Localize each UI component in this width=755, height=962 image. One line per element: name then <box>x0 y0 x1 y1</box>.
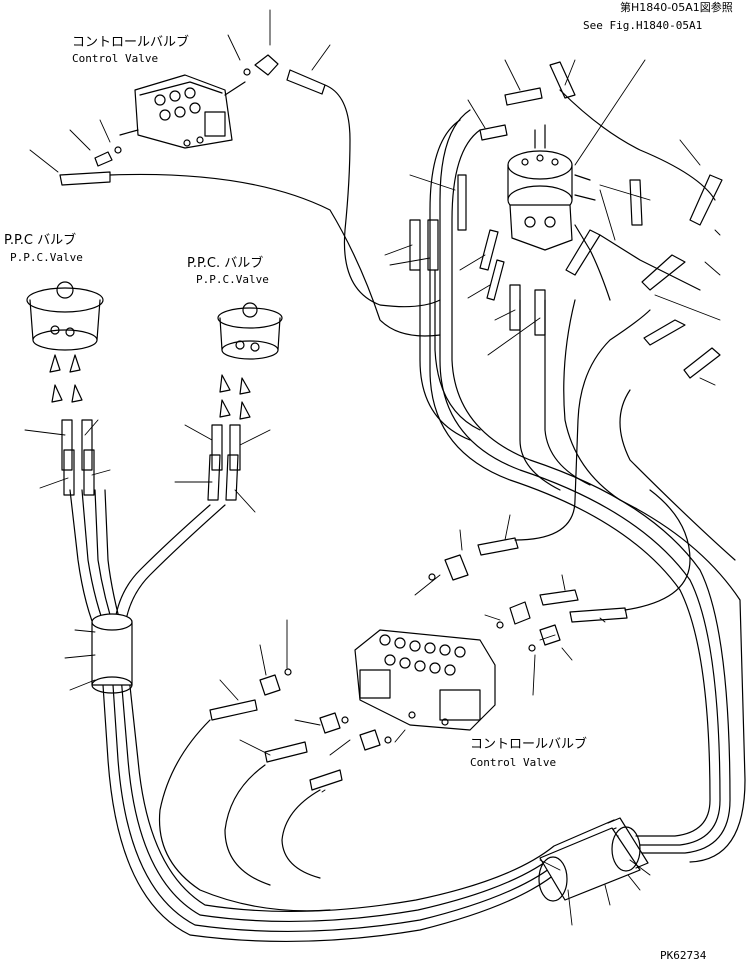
cv-top-label-en: Control Valve <box>72 52 158 65</box>
cv-bottom-label-jp: コントロールバルブ <box>470 736 587 752</box>
control-valve-top <box>119 74 246 149</box>
cv-top-label-jp: コントロールバルブ <box>72 34 189 50</box>
left-hose-bundle <box>69 489 621 943</box>
top-hose-runs <box>109 84 716 337</box>
ppc-valve-left <box>26 281 104 496</box>
cv-bottom-label-en: Control Valve <box>470 756 556 769</box>
bottom-hose-runs <box>158 309 691 912</box>
ppc-right-label-en: P.P.C.Valve <box>196 273 269 286</box>
text-labels: 第H1840-05A1図参照 See Fig.H1840-05A1 コントロール… <box>4 0 733 962</box>
ppc-valve-right <box>207 302 283 501</box>
leader-lines <box>24 9 721 926</box>
manifold-block <box>507 124 596 251</box>
ppc-left-label-jp: P.P.C バルブ <box>4 232 76 248</box>
part-code-label: PK62734 <box>660 949 707 962</box>
ppc-right-label-jp: P.P.C. バルブ <box>187 255 263 271</box>
control-valve-bottom <box>354 629 496 731</box>
fittings-manifold <box>409 61 723 379</box>
ppc-left-label-en: P.P.C.Valve <box>10 251 83 264</box>
fittings-bottom <box>209 537 628 791</box>
right-hose-loops <box>419 109 746 863</box>
ref-label-jp: 第H1840-05A1図参照 <box>620 0 733 14</box>
left-sleeve <box>91 613 133 694</box>
bottom-sleeve <box>538 817 649 902</box>
ref-label-en: See Fig.H1840-05A1 <box>583 19 702 32</box>
fittings-top-left <box>59 54 326 186</box>
